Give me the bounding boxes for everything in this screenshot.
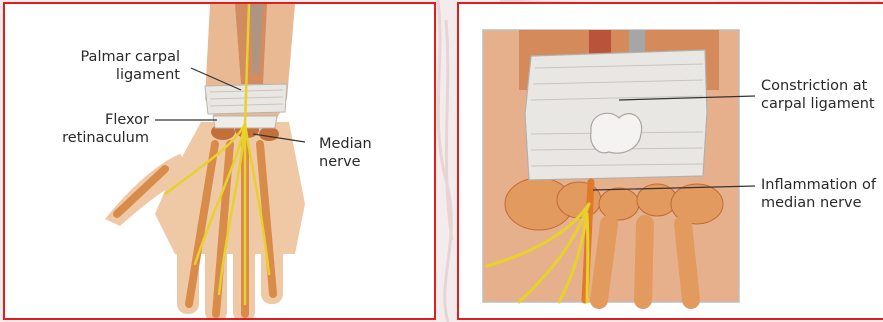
label-line: Inflammation of bbox=[761, 176, 876, 194]
label-line: nerve bbox=[319, 153, 372, 171]
label-line: carpal ligament bbox=[761, 95, 875, 113]
label-palmar-carpal-ligament: Palmar carpal ligament bbox=[65, 48, 180, 84]
carpal-tunnel-closeup-illustration bbox=[459, 4, 883, 320]
label-median-nerve: Median nerve bbox=[319, 135, 372, 171]
ligament-constriction bbox=[591, 113, 642, 153]
label-line: Flexor bbox=[45, 111, 149, 129]
left-diagram-panel: Palmar carpal ligament Flexor retinaculu… bbox=[3, 2, 436, 320]
label-line: retinaculum bbox=[45, 129, 149, 147]
label-line: ligament bbox=[65, 66, 180, 84]
label-line: median nerve bbox=[761, 194, 876, 212]
label-flexor-retinaculum: Flexor retinaculum bbox=[45, 111, 149, 147]
label-constriction-at-carpal-ligament: Constriction at carpal ligament bbox=[761, 77, 875, 113]
label-line: Median bbox=[319, 135, 372, 153]
right-diagram-panel: Constriction at carpal ligament Inflamma… bbox=[457, 2, 883, 320]
label-line: Palmar carpal bbox=[65, 48, 180, 66]
label-line: Constriction at bbox=[761, 77, 875, 95]
label-inflammation-of-median-nerve: Inflammation of median nerve bbox=[761, 176, 876, 212]
